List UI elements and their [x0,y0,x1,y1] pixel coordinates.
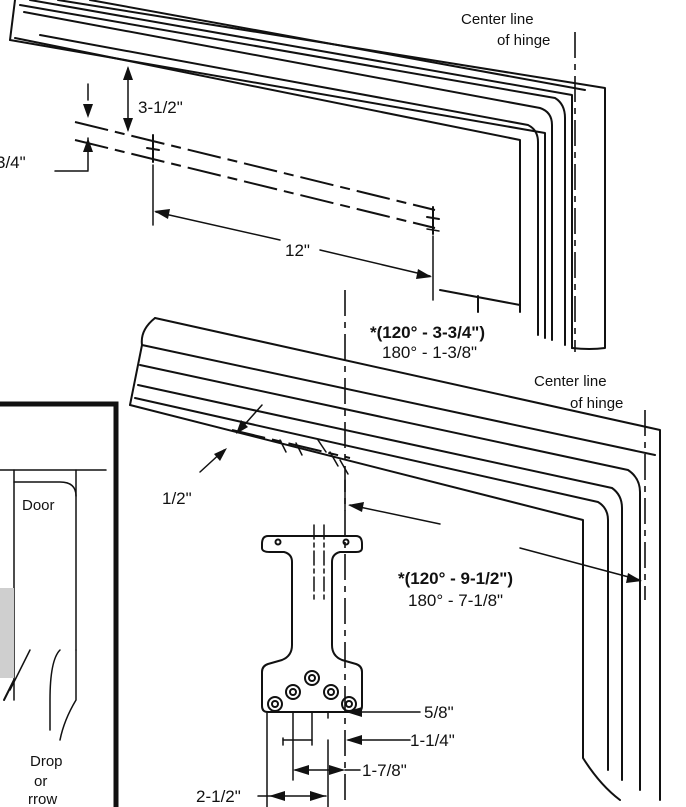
inset-caption-line-2: or [34,773,47,790]
inset-caption-line-3: rrow [28,791,57,807]
center-line-bottom-label-1: Center line [534,373,607,390]
dim-9-1-2 [344,479,642,583]
hinge-dimension-lines [257,707,421,807]
dim-12 [152,164,434,301]
center-line-top-label-1: Center line [461,11,534,28]
lower-hole-marks [231,429,351,475]
center-line-bottom-label-2: of hinge [570,395,623,412]
hinge-plate [261,524,363,713]
dim-1-1-4-label: 1-1/4" [410,731,455,750]
upper-door-panel [9,0,606,350]
dim-3-1-2-label: 3-1/2" [138,98,183,117]
lower-door-panel [129,317,661,801]
dim-12-label: 12" [285,241,310,260]
dim-3-4-label: 3/4" [0,153,26,172]
dim-1-7-8-label: 1-7/8" [362,761,407,780]
dim-2-1-2-label: 2-1/2" [196,787,241,806]
dim-3-1-2 [54,66,133,172]
dim-1-2 [199,404,263,473]
inset-frame [0,401,119,807]
lower-angle-120-label: *(120° - 9-1/2") [398,569,513,588]
upper-angle-180-label: 180° - 1-3/8" [382,343,477,362]
center-line-top-label-2: of hinge [497,32,550,49]
upper-angle-120-label: *(120° - 3-3/4") [370,323,485,342]
dim-5-8-label: 5/8" [424,703,454,722]
dim-1-2-label: 1/2" [162,489,192,508]
upper-hole-line [74,121,440,235]
inset-door-label: Door [22,497,55,514]
inset-caption-line-1: Drop [30,753,63,770]
lower-angle-180-label: 180° - 7-1/8" [408,591,503,610]
